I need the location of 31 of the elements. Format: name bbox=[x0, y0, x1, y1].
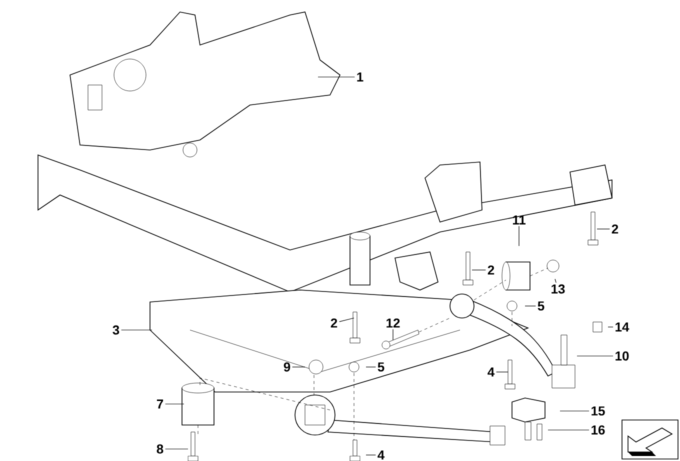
leader-line bbox=[608, 326, 614, 328]
callout-number: 14 bbox=[616, 322, 630, 332]
callout-number: 11 bbox=[512, 216, 526, 224]
callout-number: 12 bbox=[386, 318, 400, 328]
leader-line bbox=[554, 278, 556, 283]
leader-line bbox=[292, 366, 306, 368]
callout-number: 15 bbox=[592, 406, 605, 416]
callout-number: 8 bbox=[156, 444, 164, 454]
callout-number: 13 bbox=[552, 284, 565, 294]
leader-line bbox=[392, 328, 394, 340]
callout-number: 2 bbox=[330, 318, 338, 328]
leader-line bbox=[518, 226, 520, 246]
callout-number: 9 bbox=[284, 362, 290, 372]
callout-number: 5 bbox=[378, 362, 384, 372]
callout-number: 2 bbox=[488, 265, 494, 275]
callout-number: 4 bbox=[488, 368, 495, 376]
leader-line bbox=[596, 228, 610, 230]
leader-line bbox=[560, 410, 590, 412]
callout-number: 7 bbox=[156, 400, 164, 408]
callout-number: 5 bbox=[538, 301, 544, 311]
callout-number: 1 bbox=[357, 72, 364, 82]
callout-number: 10 bbox=[616, 351, 629, 361]
leader-line bbox=[366, 366, 376, 368]
callout-number: 3 bbox=[112, 325, 120, 335]
leader-line bbox=[366, 454, 376, 456]
leader-line bbox=[318, 76, 355, 78]
leader-line bbox=[339, 318, 354, 322]
callout-number: 16 bbox=[592, 425, 605, 435]
callout-number: 2 bbox=[612, 224, 618, 234]
callout-number: 4 bbox=[378, 450, 385, 460]
leader-line bbox=[165, 448, 188, 450]
